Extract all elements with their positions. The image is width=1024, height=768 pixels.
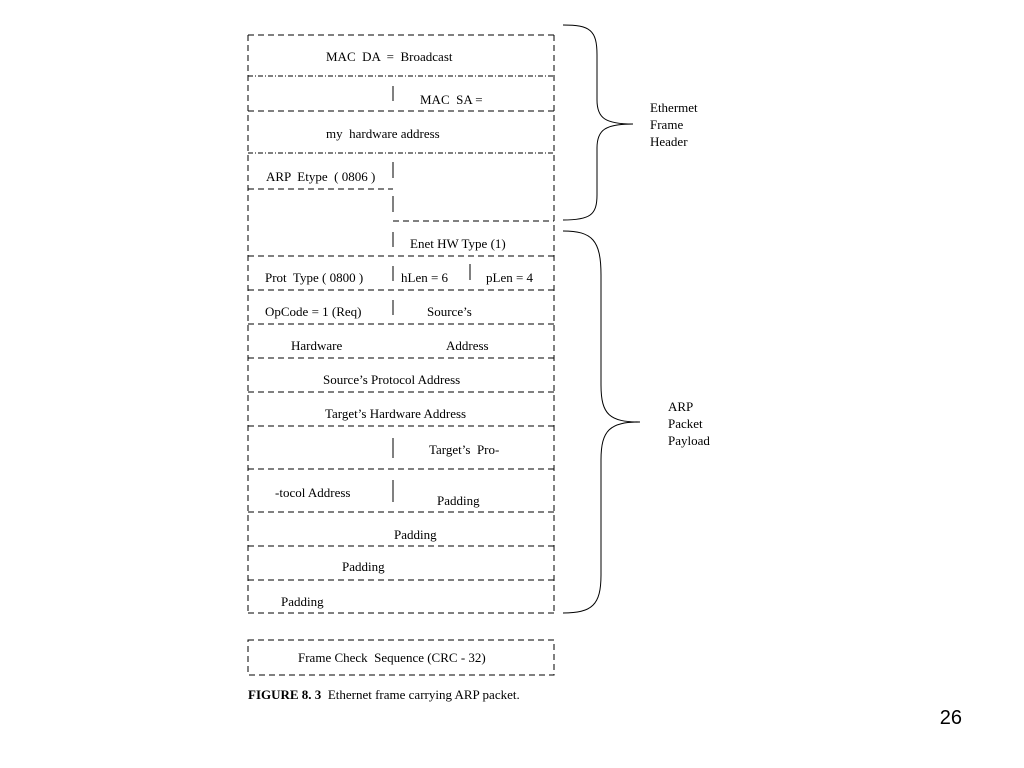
figure-label: FIGURE 8. 3 [248,687,322,702]
padding-label: Padding [342,559,385,574]
target-pro-label: Target’s Pro- [429,442,500,457]
arp-payload-brace [562,230,641,614]
ethernet-brace-label-line1: Ethermet [650,100,698,115]
opcode-label: OpCode = 1 (Req) [265,304,362,319]
slide-number: 26 [939,707,962,729]
tocol-address-label: -tocol Address [275,485,351,500]
mac-da-label: MAC DA = Broadcast [326,49,453,64]
hlen-label: hLen = 6 [401,270,449,285]
plen-label: pLen = 4 [486,270,534,285]
figure-caption-text: Ethernet frame carrying ARP packet. [327,687,520,702]
fcs-label: Frame Check Sequence (CRC - 32) [298,650,486,665]
arp-brace-label-line3: Payload [668,433,710,448]
sources-label: Source’s [427,304,472,319]
my-hw-address-label: my hardware address [326,126,440,141]
padding-label: Padding [437,493,480,508]
padding-label: Padding [394,527,437,542]
prot-type-label: Prot Type ( 0800 ) [265,270,364,285]
arp-brace-label-line1: ARP [668,399,694,414]
hardware-label: Hardware [291,338,343,353]
mac-sa-label: MAC SA = [420,92,483,107]
ethernet-brace-label-line2: Frame [650,117,684,132]
figure-caption: FIGURE 8. 3 Ethernet frame carrying ARP … [248,687,520,703]
target-hardware-address-label: Target’s Hardware Address [325,406,467,421]
source-protocol-address-label: Source’s Protocol Address [323,372,461,387]
padding-label: Padding [281,594,324,609]
ethernet-header-brace [562,24,634,221]
fcs-box [247,639,555,676]
address-label: Address [446,338,489,353]
ethernet-brace-label-line3: Header [650,134,688,149]
enet-hw-type-label: Enet HW Type (1) [410,236,506,251]
arp-etype-label: ARP Etype ( 0806 ) [266,169,376,184]
arp-brace-label-line2: Packet [668,416,703,431]
